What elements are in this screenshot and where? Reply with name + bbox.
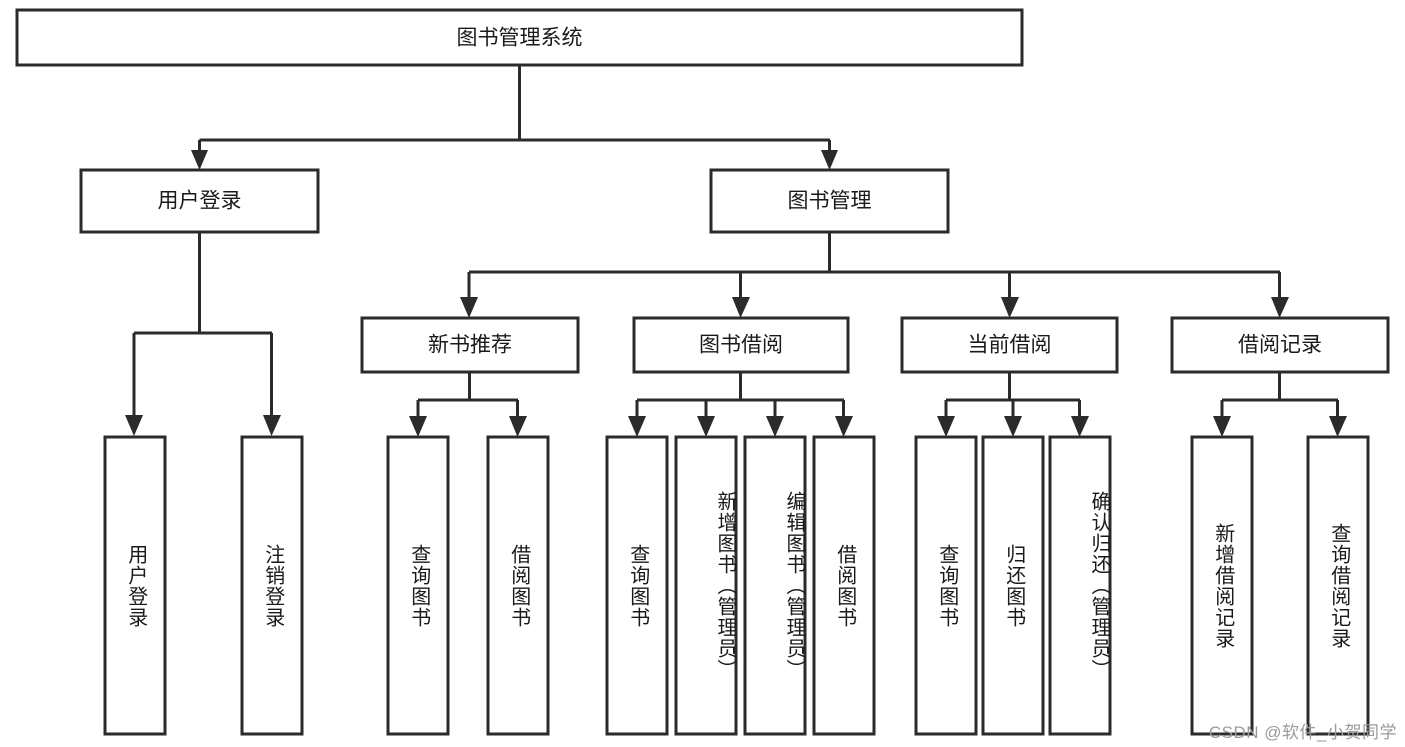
arrow-head-new-book-recommend — [460, 297, 478, 318]
node-label-user-login: 用户登录 — [158, 190, 242, 213]
arrow-head-leaf-return-book — [1004, 416, 1022, 437]
node-leaf-logout-login[interactable] — [240, 435, 304, 736]
node-label-book-management: 图书管理 — [788, 190, 872, 213]
node-leaf-add-record[interactable] — [1190, 435, 1254, 736]
connector-layer — [125, 66, 1347, 437]
arrow-head-leaf-query-book-2 — [628, 416, 646, 437]
node-book-borrow[interactable] — [632, 316, 850, 374]
node-label-book-borrow: 图书借阅 — [699, 334, 783, 357]
node-borrow-record[interactable] — [1170, 316, 1390, 374]
node-leaf-query-book-1[interactable] — [386, 435, 450, 736]
node-leaf-borrow-book-1[interactable] — [486, 435, 550, 736]
node-current-borrow[interactable] — [900, 316, 1119, 374]
node-leaf-return-book[interactable] — [981, 435, 1045, 736]
arrow-head-leaf-user-login — [125, 415, 143, 436]
arrow-head-leaf-confirm-return — [1071, 416, 1089, 437]
node-leaf-borrow-book-2[interactable] — [812, 435, 876, 736]
arrow-head-leaf-borrow-book-1 — [509, 416, 527, 437]
csdn-watermark: CSDN @软件_小贺同学 — [1208, 723, 1397, 742]
node-leaf-confirm-return[interactable] — [1048, 435, 1112, 736]
node-layer: 图书管理系统 用户登录 图书管理 新书推荐 图书借阅 当前借阅 借阅记录 — [15, 8, 1390, 736]
node-book-management[interactable] — [709, 168, 950, 234]
node-label-borrow-record: 借阅记录 — [1238, 334, 1322, 357]
node-leaf-user-login[interactable] — [103, 435, 167, 736]
node-new-book-recommend[interactable] — [360, 316, 580, 374]
arrow-head-leaf-add-record — [1213, 416, 1231, 437]
node-label-current-borrow: 当前借阅 — [968, 334, 1052, 357]
node-leaf-query-record[interactable] — [1306, 435, 1370, 736]
node-leaf-query-book-2[interactable] — [605, 435, 669, 736]
arrow-head-leaf-borrow-book-2 — [835, 416, 853, 437]
node-user-login[interactable] — [79, 168, 320, 234]
arrow-head-borrow-record — [1271, 297, 1289, 318]
node-leaf-query-book-3[interactable] — [914, 435, 978, 736]
arrow-head-book-borrow — [732, 297, 750, 318]
node-label-book-management-system: 图书管理系统 — [457, 27, 583, 50]
arrow-head-leaf-query-record — [1329, 416, 1347, 437]
arrow-head-current-borrow — [1001, 297, 1019, 318]
node-book-management-system[interactable] — [15, 8, 1024, 67]
node-label-new-book-recommend: 新书推荐 — [428, 334, 512, 357]
node-leaf-edit-book[interactable] — [743, 435, 807, 736]
node-leaf-add-book[interactable] — [674, 435, 738, 736]
arrow-head-leaf-query-book-3 — [937, 416, 955, 437]
arrow-head-user-login — [191, 150, 208, 170]
arrow-head-book-management — [821, 150, 838, 170]
arrow-head-leaf-edit-book — [766, 416, 784, 437]
arrow-head-leaf-add-book — [697, 416, 715, 437]
arrow-head-leaf-logout-login — [263, 415, 281, 436]
arrow-head-leaf-query-book-1 — [409, 416, 427, 437]
